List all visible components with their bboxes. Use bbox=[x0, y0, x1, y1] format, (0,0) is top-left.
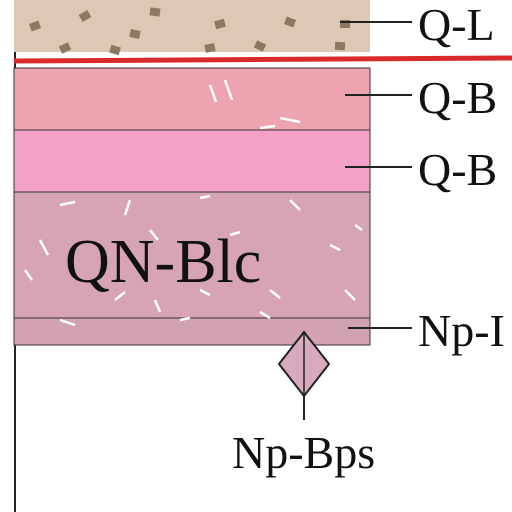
loess-speck bbox=[204, 43, 216, 53]
loess-speck bbox=[253, 40, 267, 52]
loess-speck bbox=[109, 44, 121, 56]
texture-dash bbox=[153, 299, 162, 313]
loess-speck bbox=[283, 16, 297, 28]
texture-dash bbox=[199, 288, 211, 297]
layer-texture-dashes bbox=[23, 79, 363, 327]
layer-q-l bbox=[14, 0, 370, 56]
texture-dash bbox=[59, 318, 76, 327]
loess-specks bbox=[28, 7, 351, 56]
texture-dash bbox=[223, 79, 234, 101]
texture-dash bbox=[259, 124, 276, 130]
label-qn-blc: QN-Blc bbox=[65, 228, 261, 296]
loess-speck bbox=[28, 20, 42, 32]
label-q-b-upper: Q-B bbox=[418, 72, 497, 123]
texture-dash bbox=[344, 289, 356, 301]
loess-speck bbox=[129, 29, 141, 39]
layer-q-l-fill bbox=[14, 0, 370, 52]
red-boundary-line bbox=[13, 55, 512, 64]
np-bps-lens-symbol bbox=[277, 330, 331, 398]
texture-dash bbox=[269, 289, 281, 299]
texture-dash bbox=[123, 199, 132, 216]
texture-dash bbox=[229, 230, 241, 237]
texture-dash bbox=[23, 269, 34, 281]
layer-qn-blc bbox=[13, 191, 371, 319]
texture-dash bbox=[38, 239, 50, 256]
label-q-l: Q-L bbox=[418, 0, 495, 50]
texture-dash bbox=[59, 200, 76, 207]
texture-dash bbox=[259, 310, 271, 320]
label-q-b-lower: Q-B bbox=[418, 144, 497, 195]
layer-q-b-lower bbox=[13, 129, 371, 193]
loess-speck bbox=[78, 10, 92, 22]
texture-dash bbox=[289, 199, 301, 211]
loess-speck bbox=[58, 42, 72, 54]
loess-speck bbox=[334, 41, 346, 51]
label-np-bps: Np-Bps bbox=[232, 427, 375, 478]
texture-dash bbox=[149, 229, 159, 241]
texture-dash bbox=[114, 291, 126, 301]
texture-dash bbox=[179, 316, 191, 322]
loess-speck bbox=[149, 7, 161, 17]
loess-speck bbox=[214, 18, 226, 30]
texture-dash bbox=[208, 84, 218, 103]
texture-dash bbox=[354, 223, 363, 232]
texture-dash bbox=[329, 243, 341, 252]
layer-q-b-upper bbox=[13, 67, 371, 131]
label-np-right: Np-I bbox=[418, 305, 505, 356]
texture-dash bbox=[279, 116, 301, 124]
texture-dash bbox=[199, 194, 211, 200]
